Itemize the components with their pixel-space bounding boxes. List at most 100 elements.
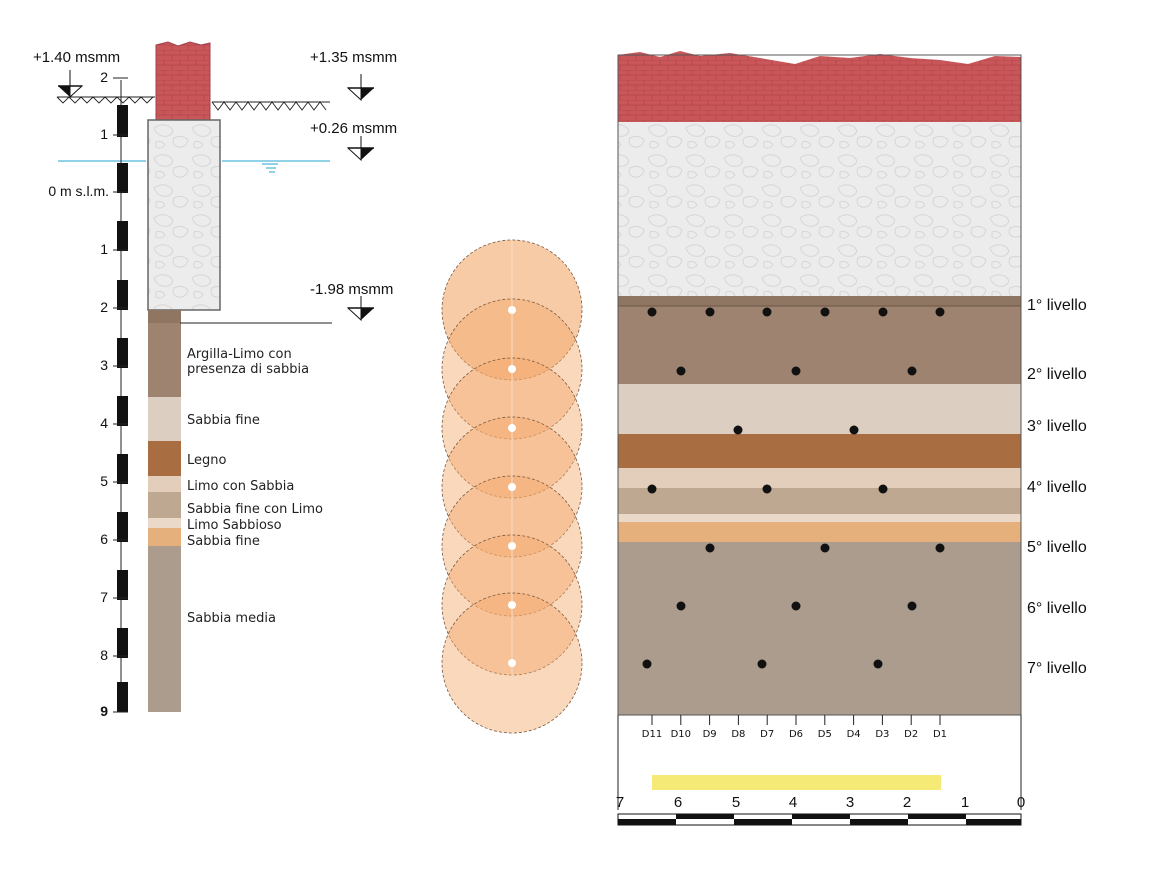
elevation-markers: +1.40 msmm +1.35 msmm +0.26 msmm -1.98 m… [33,49,397,322]
stratum-label: Limo Sabbioso [187,518,282,533]
stratum-label: Sabbia media [187,611,276,626]
column-label: D8 [731,729,745,740]
depth-label: 3 [100,357,108,373]
column-label: D11 [642,729,662,740]
section-stratum-band [618,384,1021,434]
stratum-band [148,397,181,441]
stratum-label: Sabbia fine con Limo [187,502,323,517]
stratum-band [148,323,181,397]
depth-label: 5 [100,473,108,489]
stratum-label: Sabbia fine [187,534,260,549]
section-stratum-band [618,522,1021,542]
depth-label: 1 [100,126,108,142]
sample-points [642,307,945,669]
bottom-scale-labels: 7 6 5 4 3 2 1 0 [616,794,1025,811]
scale-label: 3 [846,794,854,811]
stone-section [618,122,1021,296]
sample-point [849,425,859,435]
level-label: 5° livello [1027,539,1087,556]
stratum-band [148,492,181,518]
sample-point [873,659,883,669]
section-stratum-band [618,468,1021,488]
sample-point [705,543,715,553]
sample-point [757,659,767,669]
depth-ruler-labels: 2 1 1 2 3 4 5 6 7 8 9 0 m s.l.m. [48,69,109,719]
scale-label: 4 [789,794,797,811]
sample-point [791,366,801,376]
highlight-bar [652,775,941,790]
sample-point [705,307,715,317]
stratum-band [148,441,181,476]
level-label: 7° livello [1027,660,1087,677]
level-label: 1° livello [1027,297,1087,314]
sample-point [733,425,743,435]
borehole-strata-column [148,310,181,712]
scale-label: 2 [903,794,911,811]
section-stratum-band [618,514,1021,522]
elevation-arrow-icon [346,136,374,162]
stratum-band [148,518,181,528]
section-frame [617,54,1022,716]
section-stratum-band [618,434,1021,468]
sample-point [791,601,801,611]
section-stratum-band [618,488,1021,514]
depth-label: 1 [100,241,108,257]
sample-point [907,601,917,611]
level-label: 4° livello [1027,479,1087,496]
scale-label: 6 [674,794,682,811]
stratum-label: Sabbia fine [187,413,260,428]
column-label: D10 [671,729,691,740]
scale-label: 1 [961,794,969,811]
column-label: D7 [760,729,774,740]
stone-foundation [147,119,221,311]
section-stratum-band [618,542,1021,715]
circle-center-point [508,306,516,314]
scale-label: 0 [1017,794,1025,811]
depth-label: 7 [100,589,108,605]
stratum-label: Legno [187,453,227,468]
scale-label: 7 [616,794,624,811]
column-label: D3 [875,729,889,740]
section-strata [618,296,1021,715]
sample-point [907,366,917,376]
column-label: D4 [847,729,861,740]
elevation-arrow-icon [346,74,374,102]
stratum-label: presenza di sabbia [187,362,309,377]
elevation-base: -1.98 msmm [310,281,393,298]
zero-level-label: 0 m s.l.m. [48,183,109,199]
depth-label: 6 [100,531,108,547]
elevation-ground: +1.35 msmm [310,49,397,66]
stratum-band [148,476,181,492]
scale-label: 5 [732,794,740,811]
sample-point [820,543,830,553]
sample-point [878,484,888,494]
sample-point [647,307,657,317]
circle-center-point [508,601,516,609]
level-label: 6° livello [1027,600,1087,617]
elevation-top-left: +1.40 msmm [33,49,120,66]
level-labels: 1° livello 2° livello 3° livello 4° live… [1027,297,1087,677]
circle-center-point [508,659,516,667]
depth-ruler [113,77,128,713]
stratum-band [148,528,181,546]
sample-point [676,366,686,376]
water-line [58,160,330,173]
column-label: D2 [904,729,918,740]
sample-point [762,307,772,317]
elevation-water: +0.26 msmm [310,120,397,137]
elevation-arrow-icon [346,296,374,322]
sample-point [935,543,945,553]
stratum-band [148,546,181,712]
sample-point [762,484,772,494]
column-label: D6 [789,729,803,740]
column-label: D9 [703,729,717,740]
bottom-scale [617,813,1022,826]
ground-line-left [56,96,155,104]
sample-point [820,307,830,317]
brick-wall-section [618,51,1021,122]
stratum-band [148,310,181,323]
sample-point [878,307,888,317]
circle-center-point [508,424,516,432]
